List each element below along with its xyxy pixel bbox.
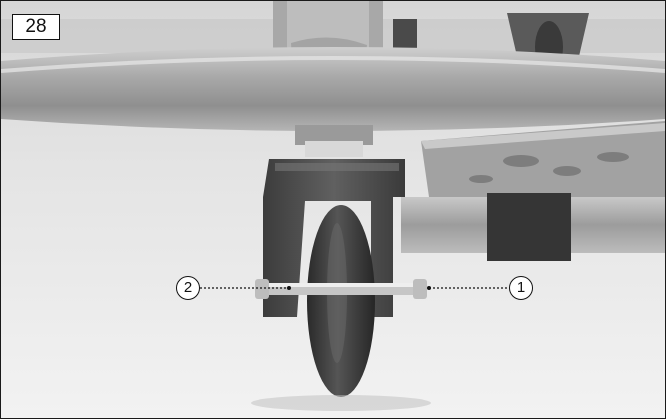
footplate-shape [421,121,665,209]
figure-number-label: 28 [12,14,60,40]
callout-1: 1 [509,276,533,300]
caster-fork-shape [263,159,405,317]
callout-2: 2 [176,276,200,300]
axle-shape [255,279,427,299]
caster-wheel-shape [307,205,375,397]
